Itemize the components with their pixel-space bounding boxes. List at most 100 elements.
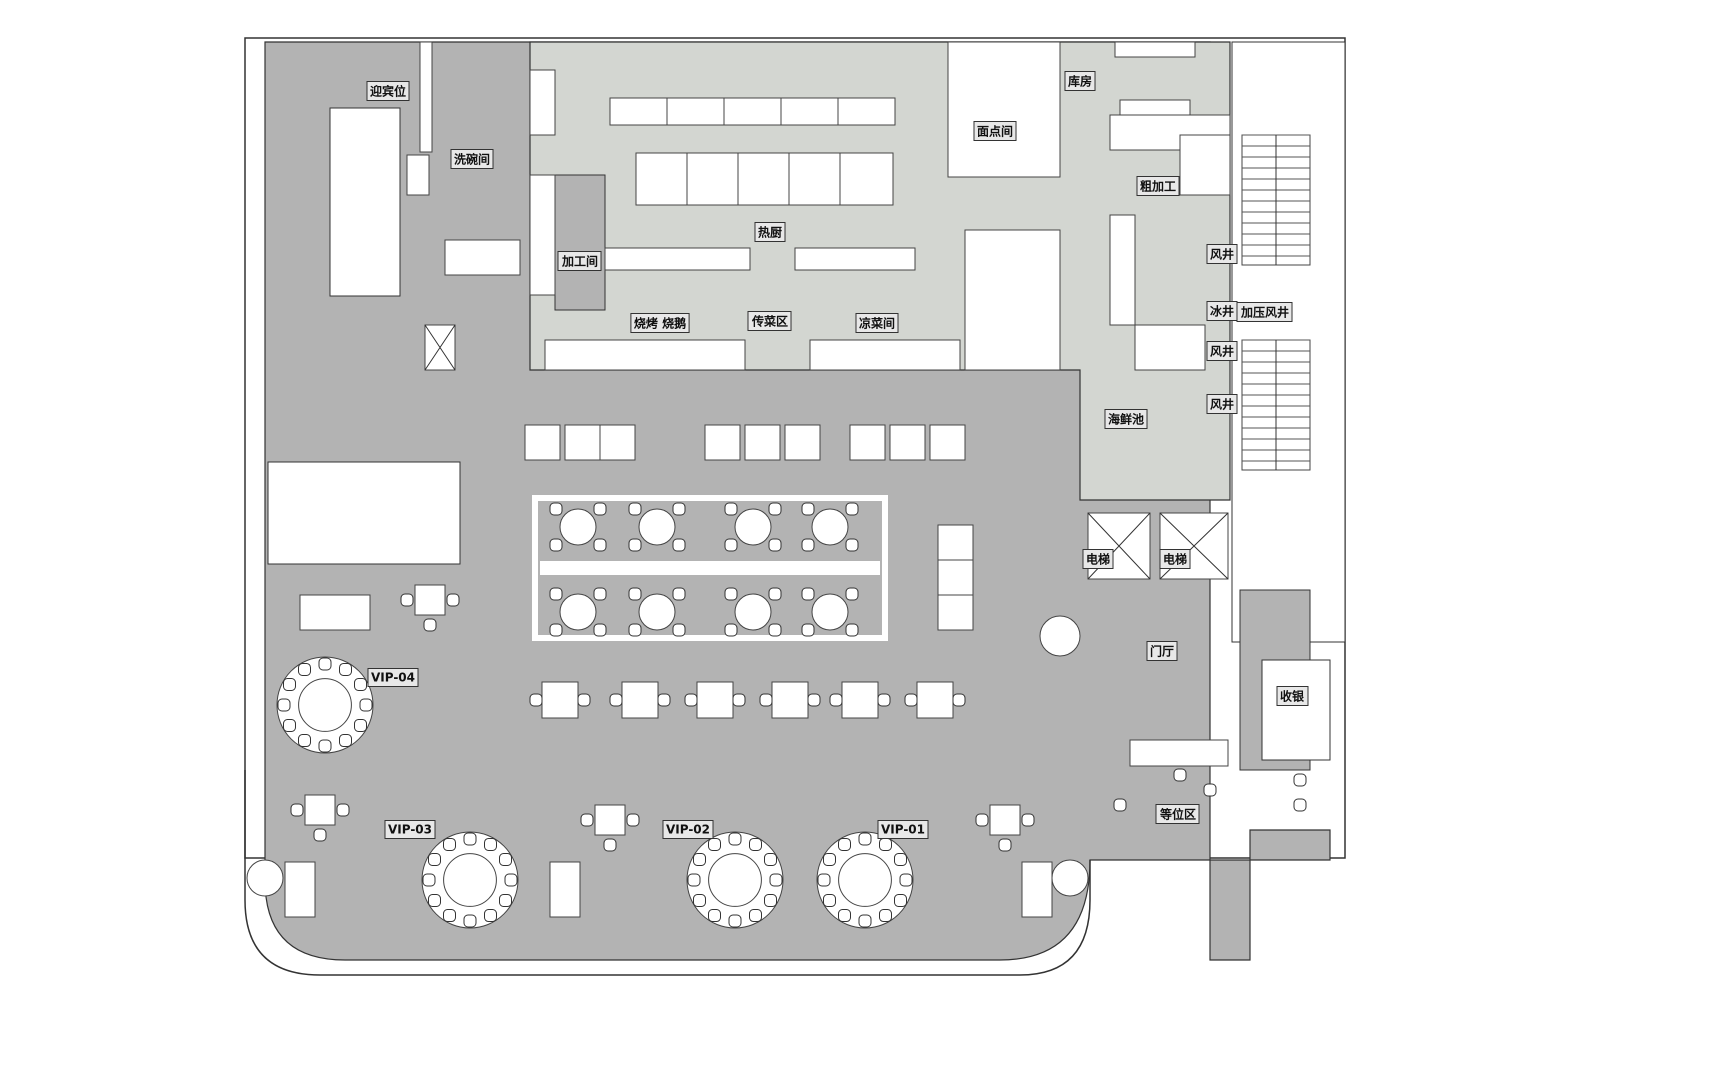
- chair: [975, 813, 989, 827]
- room-label-text: 加压风井: [1240, 305, 1289, 320]
- room-labels: 迎宾位洗碗间加工间热厨烧烤 烧鹅传菜区凉菜间面点间库房粗加工海鲜池风井冰井风井风…: [366, 71, 1309, 839]
- counter: [529, 174, 556, 296]
- chair: [529, 693, 543, 707]
- chair: [628, 502, 642, 516]
- room-label-hot-kitchen: 热厨: [754, 222, 786, 242]
- chair: [339, 662, 352, 676]
- chair: [692, 853, 706, 866]
- table: [841, 681, 879, 719]
- room-label-elevator-1: 电梯: [1082, 549, 1114, 569]
- chair: [838, 837, 851, 851]
- table: [916, 681, 954, 719]
- chair: [484, 837, 497, 851]
- kitchen-counters: [406, 41, 1231, 371]
- room-label-text: 等位区: [1159, 807, 1196, 822]
- table: [599, 424, 636, 461]
- chair: [628, 538, 642, 552]
- table: [594, 804, 626, 836]
- chair: [499, 894, 513, 907]
- room-label-box: [877, 820, 929, 839]
- chair: [593, 587, 607, 601]
- interior-stair: [964, 229, 1061, 371]
- table: [744, 424, 781, 461]
- chair: [504, 873, 518, 887]
- room-label-air-shaft-1: 风井: [1206, 244, 1238, 264]
- table: [704, 424, 741, 461]
- chair: [443, 909, 456, 923]
- room-label-box: [1155, 804, 1200, 824]
- plant: [1051, 859, 1089, 897]
- room-label-box: [747, 311, 792, 331]
- room-label-text: 面点间: [977, 124, 1013, 139]
- lazy-susan: [838, 853, 892, 907]
- booth-partition: [532, 495, 888, 641]
- room-label-ice-shaft: 冰井: [1206, 301, 1238, 321]
- room-label-text: 风井: [1210, 397, 1234, 412]
- room-label-box: [1206, 394, 1238, 414]
- chair: [609, 693, 623, 707]
- table: [937, 524, 974, 561]
- chair: [336, 803, 350, 817]
- lazy-susan: [298, 678, 352, 732]
- chair: [282, 719, 296, 732]
- chair: [672, 538, 686, 552]
- round-table: [811, 593, 849, 631]
- room-label-text: VIP-01: [881, 823, 925, 837]
- room-label-text: 烧烤 烧鹅: [634, 316, 686, 331]
- room-label-vip-02: VIP-02: [662, 820, 714, 839]
- table: [937, 559, 974, 596]
- room-label-pastry: 面点间: [973, 121, 1017, 141]
- chair: [708, 909, 721, 923]
- table: [696, 681, 734, 719]
- curved-facade: [244, 770, 1091, 976]
- chair: [899, 873, 913, 887]
- chair: [829, 693, 843, 707]
- room-label-text: 风井: [1210, 344, 1234, 359]
- reception-counter: [1129, 739, 1229, 767]
- chair: [446, 593, 460, 607]
- round-table: [811, 508, 849, 546]
- room-label-vip-01: VIP-01: [877, 820, 929, 839]
- room-label-waiting-area: 等位区: [1155, 804, 1200, 824]
- chair: [1293, 798, 1307, 812]
- plant: [246, 859, 284, 897]
- room-label-box: [1082, 549, 1114, 569]
- chair: [894, 894, 908, 907]
- room-label-box: [1159, 549, 1191, 569]
- chair: [879, 909, 892, 923]
- room-label-pressurized-shaft: 加压风井: [1236, 302, 1293, 322]
- room-label-box: [1206, 341, 1238, 361]
- room-label-box: [367, 668, 419, 687]
- table: [929, 424, 966, 461]
- chair: [768, 623, 782, 637]
- chair: [657, 693, 671, 707]
- lazy-susan: [708, 853, 762, 907]
- chair: [593, 502, 607, 516]
- chair: [858, 832, 872, 846]
- room-label-cashier: 收银: [1276, 686, 1309, 706]
- room-label-serving-area: 传菜区: [747, 311, 792, 331]
- room-label-text: 热厨: [758, 225, 782, 240]
- counter: [544, 339, 746, 371]
- counter: [1114, 41, 1196, 58]
- chair: [427, 894, 441, 907]
- counter: [406, 154, 430, 196]
- table: [849, 424, 886, 461]
- room-label-text: 海鲜池: [1108, 412, 1144, 427]
- chair: [724, 587, 738, 601]
- chair: [672, 623, 686, 637]
- chair: [603, 838, 617, 852]
- chair: [807, 693, 821, 707]
- table: [989, 804, 1021, 836]
- chair: [1203, 783, 1217, 797]
- room-label-text: VIP-03: [388, 823, 432, 837]
- room-label-text: 电梯: [1086, 552, 1110, 567]
- room-label-box: [754, 222, 786, 242]
- chair: [400, 593, 414, 607]
- chair: [423, 618, 437, 632]
- chair: [499, 853, 513, 866]
- chair: [822, 853, 836, 866]
- room-label-processing: 加工间: [557, 251, 602, 271]
- chair: [593, 538, 607, 552]
- sofa: [549, 861, 581, 918]
